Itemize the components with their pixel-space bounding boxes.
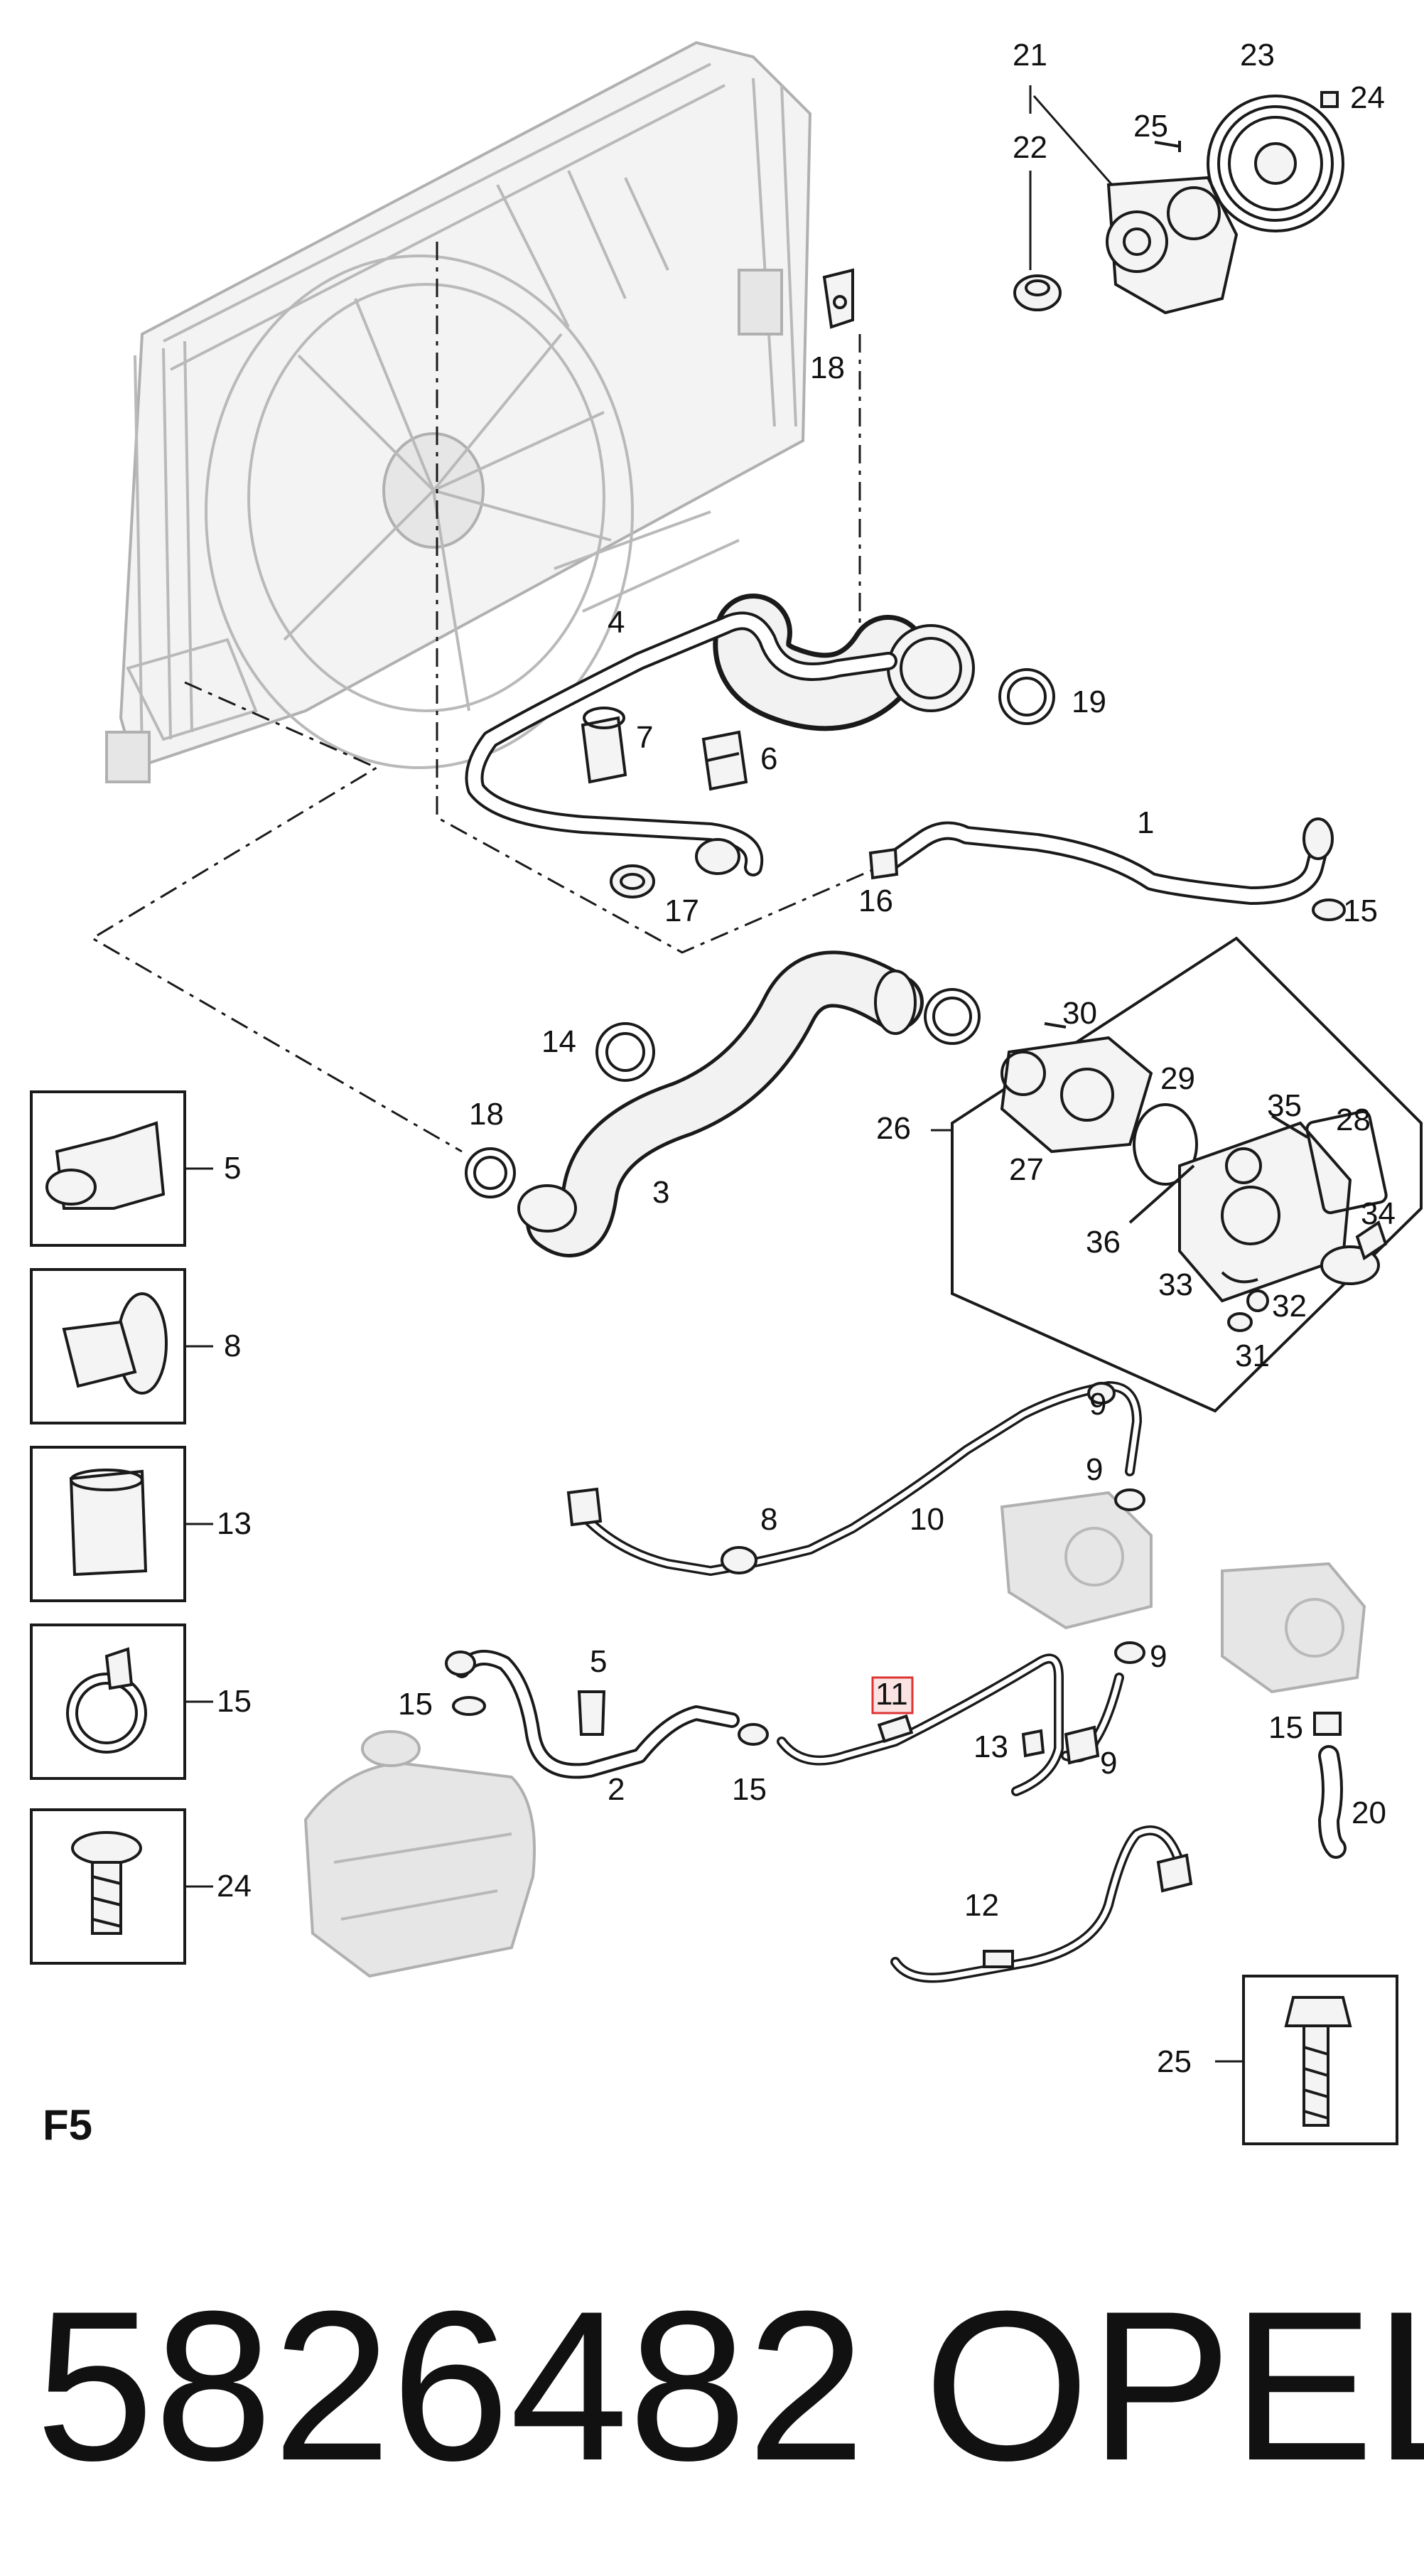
callout-25: 25 <box>1157 2044 1192 2079</box>
callout-9: 9 <box>1086 1452 1103 1487</box>
callout-9: 9 <box>1150 1639 1167 1674</box>
hose-2 <box>445 1650 769 1779</box>
hose-1 <box>868 817 1346 921</box>
callout-20: 20 <box>1352 1796 1386 1830</box>
callout-9: 9 <box>1089 1387 1106 1422</box>
section-label: F5 <box>43 2101 92 2149</box>
callout-12: 12 <box>964 1888 999 1923</box>
callout-1: 1 <box>1137 805 1154 840</box>
hose-4 <box>465 594 975 876</box>
detail-box-25 <box>1215 1975 1398 2145</box>
callout-15: 15 <box>732 1772 767 1807</box>
hose-20 <box>1313 1712 1347 1859</box>
callout-13: 13 <box>973 1729 1008 1764</box>
guide-line <box>90 681 463 1153</box>
callout-15: 15 <box>217 1684 252 1719</box>
detail-box-13 <box>30 1446 213 1602</box>
callout-18: 18 <box>810 350 845 385</box>
callout-5: 5 <box>590 1644 607 1679</box>
callout-11: 11 <box>875 1677 908 1712</box>
callout-28: 28 <box>1336 1102 1371 1137</box>
callout-4: 4 <box>608 605 625 640</box>
callout-32: 32 <box>1272 1289 1307 1324</box>
callout-36: 36 <box>1086 1225 1121 1260</box>
callout-34: 34 <box>1361 1196 1396 1231</box>
detail-box-24 <box>30 1808 213 1965</box>
callout-15: 15 <box>1343 893 1378 928</box>
callout-17: 17 <box>664 893 699 928</box>
callout-7: 7 <box>636 720 653 755</box>
callout-31: 31 <box>1235 1338 1270 1373</box>
callout-15: 15 <box>398 1687 433 1722</box>
callout-5: 5 <box>224 1151 241 1186</box>
callout-18: 18 <box>469 1097 504 1132</box>
water-pump-group <box>1013 85 1344 315</box>
hose-10 <box>566 1381 1145 1576</box>
callout-8: 8 <box>224 1329 241 1363</box>
callout-16: 16 <box>858 884 893 918</box>
callout-9: 9 <box>1100 1746 1117 1781</box>
callout-2: 2 <box>608 1772 625 1807</box>
callout-8: 8 <box>760 1502 777 1537</box>
coolant-reservoir <box>303 1730 536 1978</box>
callout-33: 33 <box>1158 1267 1193 1302</box>
part-number: 5826482 <box>36 2266 865 2505</box>
thermostat-detail-box <box>931 936 1423 1413</box>
guide-line <box>436 242 896 954</box>
callout-24: 24 <box>1350 80 1385 115</box>
hose-3 <box>465 950 981 1257</box>
callout-19: 19 <box>1072 685 1106 719</box>
clamp-group-upper <box>581 268 1055 898</box>
detail-box-15 <box>30 1624 213 1780</box>
callout-3: 3 <box>652 1175 669 1210</box>
callout-24: 24 <box>217 1869 252 1904</box>
callout-21: 21 <box>1013 38 1047 73</box>
callout-35: 35 <box>1267 1088 1302 1123</box>
detail-box-5 <box>30 1090 213 1247</box>
callout-26: 26 <box>876 1111 911 1146</box>
radiator-fan-assembly <box>105 41 812 783</box>
callout-30: 30 <box>1062 996 1097 1031</box>
callout-29: 29 <box>1160 1061 1195 1096</box>
callout-25: 25 <box>1133 109 1168 144</box>
callout-6: 6 <box>760 741 777 776</box>
hose-12 <box>890 1825 1193 1983</box>
callout-23: 23 <box>1240 38 1275 73</box>
brand-name: OPEL <box>924 2266 1424 2505</box>
callout-labels: 21 22 23 24 25 18 4 19 7 6 1 17 16 15 14… <box>217 38 1396 2079</box>
callout-10: 10 <box>910 1502 944 1537</box>
throttle-bodies <box>1000 1491 1366 1694</box>
hose-11 <box>777 1641 1145 1796</box>
callout-27: 27 <box>1009 1152 1044 1187</box>
detail-box-8 <box>30 1268 213 1424</box>
callout-14: 14 <box>541 1024 576 1059</box>
callout-15: 15 <box>1268 1710 1303 1745</box>
callout-13: 13 <box>217 1506 252 1541</box>
callout-22: 22 <box>1013 130 1047 165</box>
highlight-box <box>871 1676 914 1714</box>
